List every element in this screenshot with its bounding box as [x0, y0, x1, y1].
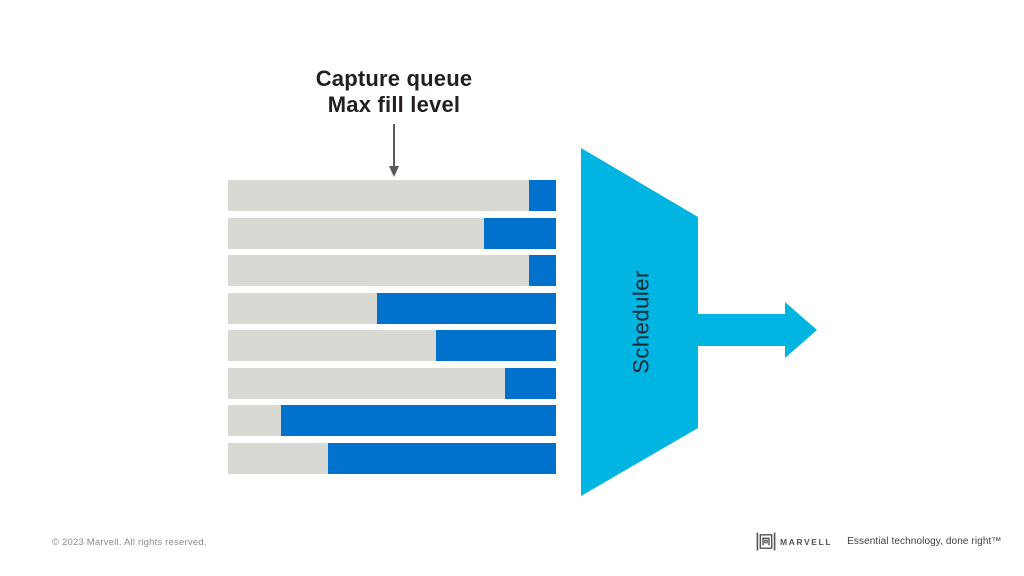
queue-row: [228, 180, 556, 211]
queue-row: [228, 442, 556, 474]
queue-fill: [483, 217, 556, 249]
queue-row: [228, 405, 556, 436]
queue-fill: [505, 367, 556, 399]
queue-fill: [376, 292, 556, 324]
diagram-title-line1: Capture queue: [315, 66, 473, 91]
diagram-title: Capture queue Max fill level: [244, 66, 544, 118]
queue-fill: [435, 330, 556, 361]
queue-fill: [529, 180, 556, 211]
queue-row: [228, 217, 556, 249]
brand-tagline: Essential technology, done right™: [847, 536, 1002, 547]
queue-row: [228, 330, 556, 361]
scheduler-label: Scheduler: [629, 270, 654, 374]
queue-row: [228, 292, 556, 324]
queue-bars: [228, 180, 556, 480]
queue-fill: [328, 442, 556, 474]
queue-row: [228, 255, 556, 286]
down-arrow-icon: [389, 124, 399, 177]
queue-fill: [529, 255, 556, 286]
queue-fill: [281, 405, 556, 436]
diagram-title-line2: Max fill level: [327, 92, 461, 117]
scheduler-shape: [581, 148, 698, 496]
marvell-logo-icon: [756, 532, 776, 551]
brand-wordmark: MARVELL: [780, 536, 833, 547]
queue-row: [228, 367, 556, 399]
scheduler-output-arrow-icon: [698, 302, 817, 358]
brand-footer: MARVELL Essential technology, done right…: [756, 531, 1001, 552]
copyright-text: © 2023 Marvell. All rights reserved.: [52, 537, 207, 548]
